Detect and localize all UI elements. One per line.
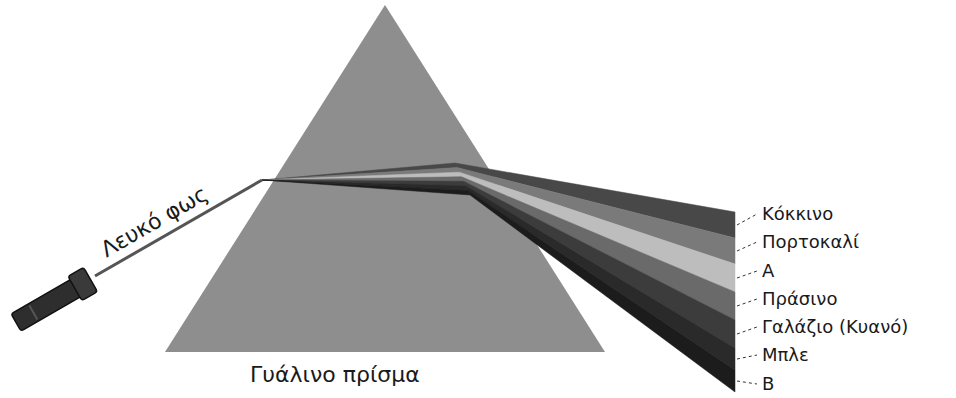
flashlight — [9, 267, 97, 334]
refracted-beam — [262, 180, 470, 195]
color-label: Κόκκινο — [762, 205, 833, 223]
color-label: Γαλάζιο (Κυανό) — [762, 318, 908, 336]
leader-line — [737, 327, 757, 334]
leader-line — [737, 271, 757, 278]
color-band — [468, 190, 735, 392]
color-label: Α — [762, 262, 774, 280]
light-label: Λευκό φως — [97, 183, 211, 262]
flashlight-ring — [29, 306, 37, 320]
leader-line — [737, 355, 757, 359]
white-light-ray — [95, 180, 262, 276]
spectrum-fan — [262, 163, 735, 392]
color-label: Πράσινο — [762, 290, 837, 308]
leader-line — [737, 242, 757, 251]
prism-label: Γυάλινο πρίσμα — [250, 364, 420, 386]
color-band — [464, 181, 735, 348]
flashlight-head — [68, 267, 98, 300]
leader-line — [737, 214, 757, 225]
leader-lines — [737, 214, 757, 384]
color-label: Β — [762, 375, 774, 393]
color-label: Μπλε — [762, 346, 809, 364]
color-label: Πορτοκαλί — [762, 233, 859, 251]
leader-line — [737, 299, 757, 306]
color-band — [466, 186, 735, 370]
color-band — [461, 177, 735, 320]
leader-line — [737, 381, 757, 384]
